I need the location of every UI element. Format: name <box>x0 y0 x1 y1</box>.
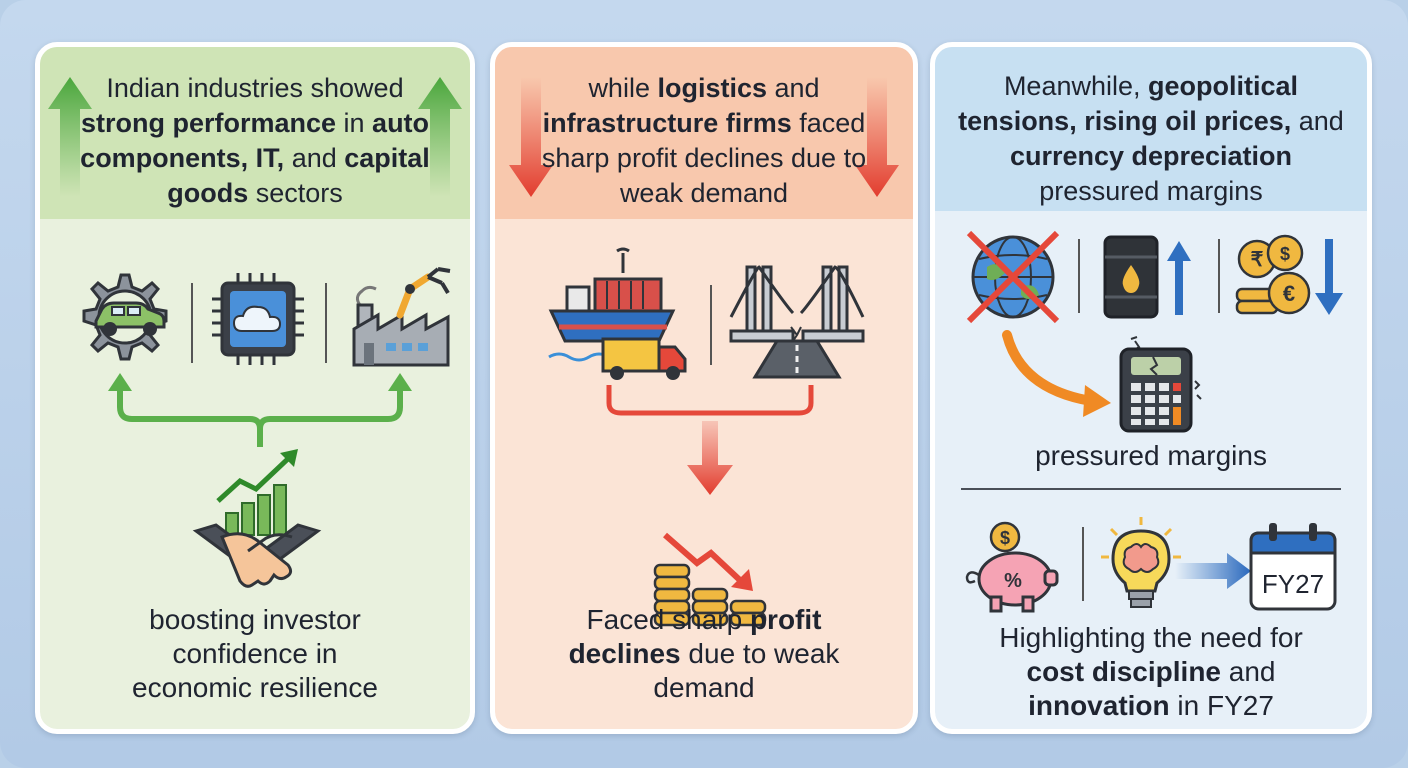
branch-arrows <box>108 373 412 447</box>
cargo-ship-truck-icon <box>548 247 687 380</box>
text-part: and <box>1291 106 1344 136</box>
text-part: sectors <box>248 178 343 208</box>
separator <box>1078 239 1080 313</box>
bold-text-part: strong performance <box>80 108 337 138</box>
bold-text-part: geopolitical tensions, rising oil prices… <box>958 71 1299 136</box>
cracked-calculator-icon <box>1119 336 1202 433</box>
factory-robot-arm-icon <box>352 267 451 367</box>
caption-cost-discipline: Highlighting the need for cost disciplin… <box>975 621 1327 723</box>
text-part: in <box>336 108 373 138</box>
divider-line <box>961 488 1341 490</box>
caption-pressured-margins: pressured margins <box>1035 440 1267 471</box>
bold-text-part: logistics <box>657 73 767 103</box>
svg-text:€: € <box>1283 281 1295 306</box>
header-text: Indian industries showed strong performa… <box>80 71 430 211</box>
svg-text:$: $ <box>1280 244 1290 264</box>
separator <box>325 283 327 363</box>
bold-text-part: currency depreciation <box>1009 141 1293 171</box>
panel-profit-declines: while logistics and infrastructure firms… <box>490 42 918 734</box>
broken-bridge-icon <box>729 265 865 379</box>
text-part: and <box>284 143 345 173</box>
panel-body: Meanwhile, geopolitical tensions, rising… <box>935 47 1367 729</box>
panel-body: Indian industries showed strong performa… <box>40 47 470 729</box>
separator <box>1082 527 1084 601</box>
crossed-globe-icon <box>966 230 1060 324</box>
oil-barrel-up-icon <box>1103 235 1191 319</box>
currency-coins-down-icon: ₹ $ € <box>1235 234 1343 315</box>
svg-text:$: $ <box>1000 528 1010 548</box>
separator <box>710 285 712 365</box>
panel-strong-performance: Indian industries showed strong performa… <box>35 42 475 734</box>
separator <box>1218 239 1220 313</box>
text-part: while <box>588 73 658 103</box>
separator <box>191 283 193 363</box>
blue-right-arrow <box>1175 553 1251 589</box>
caption-investor-confidence: boosting investor confidence in economic… <box>132 604 378 703</box>
header-down-arrows <box>509 77 899 197</box>
gear-car-icon <box>82 273 168 361</box>
text-part: and <box>1221 656 1276 687</box>
bold-text-part: infrastructure firms <box>542 108 792 138</box>
bold-text-part: profit declines <box>568 604 822 669</box>
header-up-arrows <box>48 77 462 197</box>
svg-text:₹: ₹ <box>1251 249 1264 271</box>
header-text: while logistics and infrastructure firms… <box>525 71 883 211</box>
text-part: Meanwhile, <box>1003 71 1149 101</box>
text-part: in FY27 <box>1169 690 1274 721</box>
bold-text-part: capital goods <box>167 143 430 208</box>
orange-curve-arrow <box>1002 330 1111 417</box>
text-part: Faced sharp <box>586 604 750 635</box>
header-text: Meanwhile, geopolitical tensions, rising… <box>955 69 1347 209</box>
text-part: and <box>767 73 820 103</box>
text-part: Indian industries showed <box>106 73 404 103</box>
panel-body: while logistics and infrastructure firms… <box>495 47 913 729</box>
growth-chart-handshake-icon <box>192 449 322 588</box>
merge-arrow <box>606 385 814 495</box>
declining-coins-icon <box>653 532 767 627</box>
panel-header <box>935 47 1367 211</box>
calendar-icon: FY27 <box>1249 523 1337 611</box>
cloud-chip-icon <box>212 273 304 365</box>
text-part: due to weak demand <box>653 638 840 703</box>
piggy-bank-icon: $ % <box>965 521 1059 613</box>
bold-text-part: auto components, IT, <box>80 108 430 173</box>
panel-header <box>40 47 470 219</box>
calendar-label: FY27 <box>1262 569 1324 599</box>
caption-profit-declines: Faced sharp profit declines due to weak … <box>565 603 843 705</box>
brain-bulb-icon <box>1101 517 1181 608</box>
text-part: faced sharp profit declines due to weak … <box>541 108 867 208</box>
svg-text:%: % <box>1004 570 1022 592</box>
bold-text-part: innovation <box>1028 690 1170 721</box>
text-part: Highlighting the need for <box>999 622 1303 653</box>
text-part: pressured margins <box>1039 176 1263 206</box>
bold-text-part: cost discipline <box>1026 656 1222 687</box>
panel-header <box>495 47 913 219</box>
panel-pressured-margins: Meanwhile, geopolitical tensions, rising… <box>930 42 1372 734</box>
